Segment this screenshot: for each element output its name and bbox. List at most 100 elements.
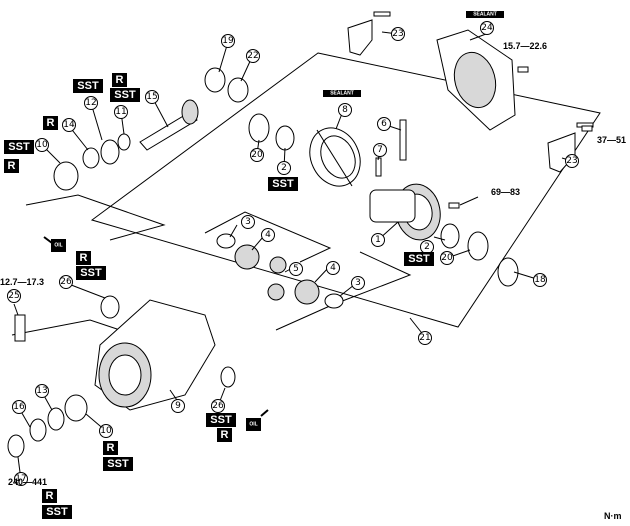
- callout-p4b: 4: [326, 261, 340, 275]
- callout-number: 17: [15, 474, 26, 484]
- svg-text:R: R: [47, 117, 55, 129]
- rear-cover: [436, 29, 516, 131]
- svg-text:SST: SST: [408, 253, 430, 265]
- callout-circle: [373, 143, 387, 157]
- sst-badge-front-race: SST: [103, 457, 133, 471]
- callout-circle: [250, 148, 264, 162]
- callout-circle: [221, 34, 235, 48]
- callout-circle: [418, 331, 432, 345]
- svg-text:SST: SST: [8, 141, 30, 153]
- callout-p26b: 26: [211, 399, 225, 413]
- torque-pinion-nut: 240—441: [8, 477, 47, 487]
- callout-p25: 25: [7, 289, 21, 303]
- callout-number: 16: [13, 402, 25, 412]
- callout-p1: 1: [371, 233, 385, 247]
- side-oil-seal: [220, 366, 236, 388]
- svg-text:R: R: [46, 490, 54, 502]
- callout-p26a: 26: [59, 275, 73, 289]
- ring-gear-bolt: [448, 202, 460, 209]
- callout-number: 2: [281, 163, 287, 173]
- bearing-race-right: [467, 231, 489, 261]
- callout-number: 7: [377, 145, 383, 155]
- callout-p17: 17: [14, 472, 28, 486]
- svg-text:SEALANT: SEALANT: [473, 12, 497, 18]
- callout-number: 22: [247, 51, 258, 61]
- sst-badge-housing-seal: SST: [76, 266, 106, 280]
- callout-number: 20: [251, 150, 263, 160]
- svg-text:R: R: [80, 252, 88, 264]
- callout-p4a: 4: [261, 228, 275, 242]
- ring-gear: [309, 127, 361, 187]
- torque-sensor: 12.7—17.3: [0, 277, 44, 287]
- callout-number: 4: [330, 263, 336, 273]
- callout-number: 18: [534, 275, 546, 285]
- callout-circle: [59, 275, 73, 289]
- callout-circle: [84, 96, 98, 110]
- callout-circle: [114, 105, 128, 119]
- callout-number: 3: [355, 278, 361, 288]
- callout-p12: 12: [84, 96, 98, 110]
- callout-p19: 19: [221, 34, 235, 48]
- callout-number: 9: [175, 401, 181, 411]
- r-badge-side-seal: R: [217, 428, 232, 442]
- callout-p8: 8: [338, 103, 352, 117]
- svg-text:R: R: [8, 160, 16, 172]
- sst-badge-side-bearing-right: SST: [404, 252, 434, 266]
- callout-p10b: 10: [99, 424, 113, 438]
- sst-badge-pinion-top-2: SST: [110, 88, 140, 102]
- callout-circle: [480, 21, 494, 35]
- callout-layer: 1223344567891010111213141516171819202021…: [7, 21, 579, 486]
- callout-circle: [565, 154, 579, 168]
- drive-pinion: [139, 99, 199, 151]
- callout-circle: [338, 103, 352, 117]
- lock-pin: [375, 157, 382, 177]
- callout-circle: [14, 472, 28, 486]
- front-pinion-bearing: [47, 407, 65, 431]
- svg-text:OIL: OIL: [54, 243, 62, 249]
- callout-p15: 15: [145, 90, 159, 104]
- sealant-tag-ring-gear: SEALANT: [323, 90, 361, 97]
- callout-p16: 16: [12, 400, 26, 414]
- callout-circle: [62, 118, 76, 132]
- torque-ring-gear: 69—83: [491, 187, 520, 197]
- side-gear-upper: [234, 244, 260, 270]
- callout-circle: [261, 228, 275, 242]
- sealant-tag-cover: SEALANT: [466, 11, 504, 18]
- svg-text:SST: SST: [46, 506, 68, 518]
- sst-badge-side-seal: SST: [206, 413, 236, 427]
- callout-number: 15: [146, 92, 157, 102]
- svg-text:SEALANT: SEALANT: [330, 91, 354, 97]
- oil-seal-right: [497, 257, 519, 287]
- callout-number: 2: [424, 242, 430, 252]
- callout-number: 12: [85, 98, 96, 108]
- r-badge-housing-seal: R: [76, 251, 91, 265]
- callout-circle: [377, 117, 391, 131]
- callout-circle: [246, 49, 260, 63]
- callout-number: 8: [342, 105, 348, 115]
- callout-circle: [289, 262, 303, 276]
- callout-circle: [533, 273, 547, 287]
- callout-number: 21: [419, 333, 430, 343]
- callout-number: 19: [222, 36, 234, 46]
- callout-circle: [211, 399, 225, 413]
- torque-cover-bolt: 15.7—22.6: [503, 41, 547, 51]
- callout-circle: [241, 215, 255, 229]
- r-badge-pinion-race: R: [4, 159, 19, 173]
- callout-number: 3: [245, 217, 251, 227]
- svg-text:SST: SST: [210, 414, 232, 426]
- svg-text:SST: SST: [77, 80, 99, 92]
- callout-p2b: 2: [420, 240, 434, 254]
- callout-p10a: 10: [35, 138, 49, 152]
- callout-number: 14: [63, 120, 75, 130]
- r-badge-pinion-top: R: [112, 73, 127, 87]
- r-badge-pinion-spacer: R: [43, 116, 58, 130]
- pinion-race: [53, 161, 79, 191]
- callout-p3b: 3: [351, 276, 365, 290]
- shim-22: [227, 77, 249, 103]
- callout-p21: 21: [418, 331, 432, 345]
- differential-case: [369, 183, 441, 241]
- svg-text:OIL: OIL: [249, 422, 257, 428]
- sst-badge-pinion-race: SST: [4, 140, 34, 154]
- callout-p11: 11: [114, 105, 128, 119]
